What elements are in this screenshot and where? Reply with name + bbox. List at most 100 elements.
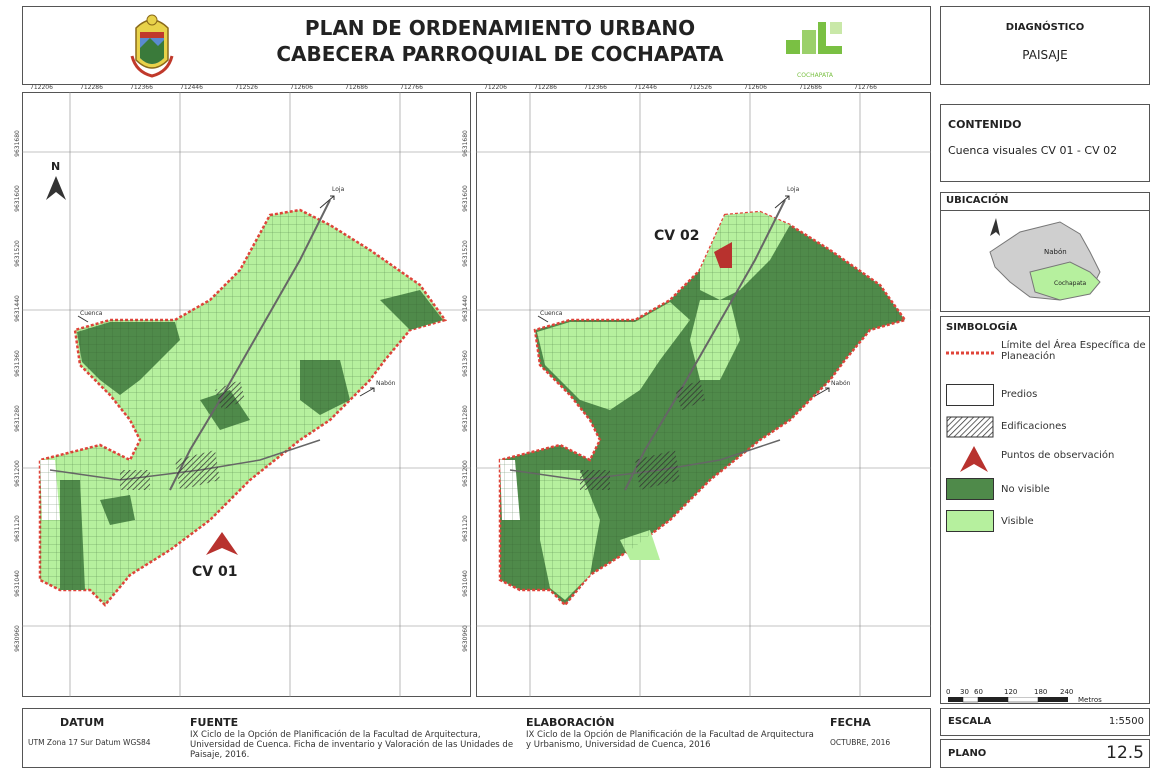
- logo-caption: COCHAPATA: [797, 72, 833, 79]
- escala-value: 1:5500: [1108, 716, 1144, 727]
- map-graphics: [22, 92, 931, 697]
- organization-logo: COCHAPATA: [778, 18, 852, 79]
- ubicacion-region-nabon: Nabón: [1044, 248, 1067, 256]
- fuente-label: FUENTE: [190, 716, 239, 729]
- map1-place-loja: Loja: [332, 186, 345, 193]
- map1-x-tick: 712686: [345, 84, 368, 91]
- map2-y-tick: 9630960: [461, 625, 469, 652]
- map1-x-tick: 712606: [290, 84, 313, 91]
- contenido-label: CONTENIDO: [948, 118, 1022, 131]
- map2-y-tick: 9631040: [461, 570, 469, 597]
- diagnostico-value: PAISAJE: [1022, 48, 1068, 62]
- legend-predios-symbol: [946, 384, 994, 406]
- north-label: N: [51, 160, 61, 173]
- ubicacion-region-cochapata: Cochapata: [1054, 280, 1087, 287]
- north-arrow-icon: [46, 176, 66, 200]
- map1-x-tick: 712526: [235, 84, 258, 91]
- observation-point-cv02: [714, 242, 732, 268]
- map2-y-tick: 9631120: [461, 515, 469, 542]
- map1-place-cuenca: Cuenca: [80, 310, 103, 317]
- scalebar-tick: 30: [960, 688, 969, 696]
- map1-territory: [38, 199, 448, 607]
- plano-label: PLANO: [948, 748, 987, 759]
- plano-value: 12.5: [1106, 743, 1144, 763]
- map2-territory: [498, 199, 908, 607]
- scalebar-tick: 60: [974, 688, 983, 696]
- legend-visible-symbol: [946, 510, 994, 532]
- scalebar-unit: Metros: [1078, 696, 1102, 704]
- map2-x-tick: 712606: [744, 84, 767, 91]
- map2-x-tick: 712366: [584, 84, 607, 91]
- header-box: [22, 6, 931, 85]
- legend-edificaciones-label: Edificaciones: [1001, 421, 1067, 432]
- map1-x-tick: 712366: [130, 84, 153, 91]
- map1-y-tick: 9631440: [13, 295, 21, 322]
- escala-label: ESCALA: [948, 716, 992, 727]
- coat-of-arms: [128, 10, 176, 80]
- plano-box: [940, 739, 1150, 768]
- map2-x-tick: 712526: [689, 84, 712, 91]
- map2-place-cuenca: Cuenca: [540, 310, 563, 317]
- contenido-box: [940, 104, 1150, 182]
- map1-y-tick: 9631040: [13, 570, 21, 597]
- datum-value: UTM Zona 17 Sur Datum WGS84: [28, 738, 151, 747]
- simbologia-label: SIMBOLOGÍA: [946, 322, 1018, 333]
- map2-y-tick: 9631680: [461, 130, 469, 157]
- legend-boundary-symbol: [946, 351, 994, 355]
- legend-edificaciones-symbol: [946, 416, 994, 438]
- map2-y-tick: 9631600: [461, 185, 469, 212]
- map2-x-tick: 712286: [534, 84, 557, 91]
- map1-y-tick: 9630960: [13, 625, 21, 652]
- footer-box: [22, 708, 931, 768]
- map1-x-tick: 712766: [400, 84, 423, 91]
- ubicacion-separator: [940, 210, 1150, 211]
- map1-y-tick: 9631120: [13, 515, 21, 542]
- diagnostico-box: [940, 6, 1150, 85]
- map2-x-tick: 712766: [854, 84, 877, 91]
- map1-y-tick: 9631680: [13, 130, 21, 157]
- map1-place-nabon: Nabón: [376, 380, 396, 387]
- legend-novisible-label: No visible: [1001, 484, 1050, 495]
- direction-arrows: [77, 195, 830, 397]
- legend-visible-label: Visible: [1001, 516, 1034, 527]
- map1-y-tick: 9631200: [13, 460, 21, 487]
- datum-label: DATUM: [60, 716, 105, 729]
- map-title-line2: CABECERA PARROQUIAL DE COCHAPATA: [276, 42, 724, 66]
- map2-x-tick: 712446: [634, 84, 657, 91]
- map2-x-tick: 712686: [799, 84, 822, 91]
- scalebar-tick: 180: [1034, 688, 1048, 696]
- elaboracion-label: ELABORACIÓN: [526, 716, 615, 729]
- cv02-label: CV 02: [654, 228, 700, 244]
- ubicacion-north-icon: [990, 218, 1000, 236]
- map2-x-tick: 712206: [484, 84, 507, 91]
- scalebar-tick: 120: [1004, 688, 1018, 696]
- fecha-label: FECHA: [830, 716, 871, 729]
- scalebar-tick: 0: [946, 688, 951, 696]
- map2-y-tick: 9631520: [461, 240, 469, 267]
- fuente-value: IX Ciclo de la Opción de Planificación d…: [190, 730, 514, 760]
- escala-box: [940, 708, 1150, 736]
- map1-y-tick: 9631520: [13, 240, 21, 267]
- map1-x-tick: 712446: [180, 84, 203, 91]
- map2-y-tick: 9631280: [461, 405, 469, 432]
- ubicacion-map: [989, 218, 1101, 301]
- map2-y-tick: 9631360: [461, 350, 469, 377]
- map2-place-nabon: Nabón: [831, 380, 851, 387]
- observation-point-cv01: [206, 532, 238, 555]
- legend-predios-label: Predios: [1001, 389, 1038, 400]
- map1-y-tick: 9631280: [13, 405, 21, 432]
- map2-place-loja: Loja: [787, 186, 800, 193]
- legend-observation-icon: [960, 446, 988, 472]
- scalebar: [948, 697, 1068, 703]
- legend-novisible-symbol: [946, 478, 994, 500]
- diagnostico-label: DIAGNÓSTICO: [1005, 22, 1085, 33]
- elaboracion-value: IX Ciclo de la Opción de Planificación d…: [526, 730, 814, 750]
- contenido-value: Cuenca visuales CV 01 - CV 02: [948, 144, 1118, 157]
- map1-y-tick: 9631600: [13, 185, 21, 212]
- map-title-line1: PLAN DE ORDENAMIENTO URBANO: [304, 16, 696, 40]
- map1-y-tick: 9631360: [13, 350, 21, 377]
- map1-x-tick: 712286: [80, 84, 103, 91]
- scalebar-tick: 240: [1060, 688, 1074, 696]
- legend-boundary-label: Límite del Área Específica de Planeación: [1001, 340, 1146, 362]
- legend-observation-label: Puntos de observación: [1001, 450, 1115, 461]
